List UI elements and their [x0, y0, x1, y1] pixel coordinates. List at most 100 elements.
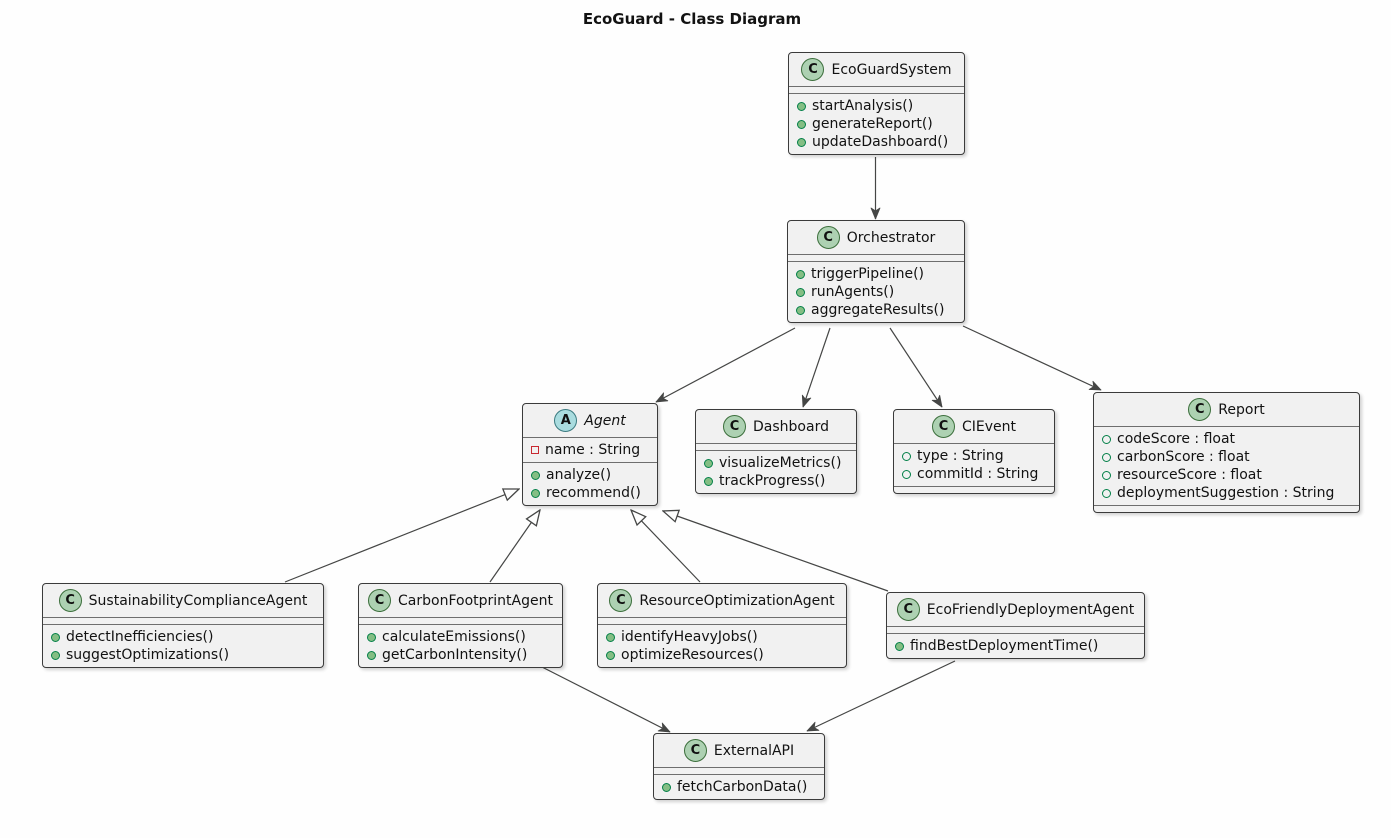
- class-name: EcoGuardSystem: [831, 61, 952, 78]
- extends-ecofriendlydeploymentagent-to-agent: [663, 511, 889, 592]
- extends-resourceoptimizationagent-to-agent: [631, 510, 701, 583]
- field-row: commitId : String: [894, 465, 1054, 483]
- class-dashboard: C Dashboard visualizeMetrics() trackProg…: [695, 409, 857, 494]
- public-method-icon: [895, 641, 904, 651]
- methods-compartment: startAnalysis() generateReport() updateD…: [789, 93, 964, 154]
- class-report: C Report codeScore : float carbonScore :…: [1093, 392, 1360, 513]
- methods-compartment: fetchCarbonData(): [654, 774, 824, 799]
- fields-compartment: [598, 617, 846, 624]
- methods-compartment: detectInefficiencies() suggestOptimizati…: [43, 624, 323, 667]
- public-method-icon: [797, 119, 806, 129]
- public-method-icon: [531, 488, 540, 498]
- class-agent: A Agent name : String analyze() recommen…: [522, 403, 658, 506]
- fields-compartment: [359, 617, 562, 624]
- class-spot-icon: C: [609, 589, 633, 612]
- class-ecoguardsystem: C EcoGuardSystem startAnalysis() generat…: [788, 52, 965, 155]
- public-field-icon: [902, 451, 911, 461]
- class-name: Orchestrator: [846, 229, 936, 246]
- fields-compartment: type : String commitId : String: [894, 443, 1054, 486]
- class-spot-icon: C: [1188, 398, 1212, 421]
- class-header: C Report: [1094, 393, 1359, 426]
- methods-compartment: [1094, 505, 1359, 512]
- public-method-icon: [531, 470, 540, 480]
- method-label: optimizeResources(): [621, 647, 764, 663]
- method-row: aggregateResults(): [788, 301, 964, 319]
- class-spot-icon: C: [801, 58, 825, 81]
- methods-compartment: [894, 486, 1054, 493]
- method-row: analyze(): [523, 466, 657, 484]
- fields-compartment: codeScore : float carbonScore : float re…: [1094, 426, 1359, 505]
- fields-compartment: [696, 443, 856, 450]
- association-orchestrator-to-agent: [655, 327, 796, 403]
- methods-compartment: calculateEmissions() getCarbonIntensity(…: [359, 624, 562, 667]
- method-label: generateReport(): [812, 116, 933, 132]
- method-row: getCarbonIntensity(): [359, 646, 562, 664]
- method-label: startAnalysis(): [812, 98, 914, 114]
- methods-compartment: visualizeMetrics() trackProgress(): [696, 450, 856, 493]
- public-method-icon: [796, 287, 805, 297]
- class-name: Report: [1218, 401, 1265, 418]
- extends-carbonfootprintagent-to-agent: [489, 510, 540, 583]
- public-field-icon: [1102, 452, 1111, 462]
- method-label: trackProgress(): [719, 473, 826, 489]
- method-row: suggestOptimizations(): [43, 646, 323, 664]
- method-label: triggerPipeline(): [811, 266, 924, 282]
- class-header: C ExternalAPI: [654, 734, 824, 767]
- method-row: trackProgress(): [696, 472, 856, 490]
- class-spot-icon: C: [58, 589, 82, 612]
- class-spot-icon: C: [368, 589, 392, 612]
- method-row: startAnalysis(): [789, 97, 964, 115]
- public-field-icon: [1102, 488, 1111, 498]
- public-method-icon: [367, 632, 376, 642]
- field-label: codeScore : float: [1117, 431, 1236, 447]
- method-label: updateDashboard(): [812, 134, 949, 150]
- method-label: detectInefficiencies(): [66, 629, 214, 645]
- field-label: deploymentSuggestion : String: [1117, 485, 1335, 501]
- method-row: visualizeMetrics(): [696, 454, 856, 472]
- class-header: C CIEvent: [894, 410, 1054, 443]
- class-header: A Agent: [523, 404, 657, 437]
- class-externalapi: C ExternalAPI fetchCarbonData(): [653, 733, 825, 800]
- class-sustainabilitycomplianceagent: C SustainabilityComplianceAgent detectIn…: [42, 583, 324, 668]
- class-name: SustainabilityComplianceAgent: [88, 592, 308, 609]
- method-row: updateDashboard(): [789, 133, 964, 151]
- field-row: name : String: [523, 441, 657, 459]
- class-header: C Dashboard: [696, 410, 856, 443]
- public-method-icon: [606, 650, 615, 660]
- class-spot-icon: C: [683, 739, 707, 762]
- public-method-icon: [797, 137, 806, 147]
- method-label: recommend(): [546, 485, 641, 501]
- public-method-icon: [796, 305, 805, 315]
- class-header: C EcoGuardSystem: [789, 53, 964, 86]
- public-field-icon: [1102, 470, 1111, 480]
- public-method-icon: [797, 101, 806, 111]
- method-row: detectInefficiencies(): [43, 628, 323, 646]
- fields-compartment: [43, 617, 323, 624]
- class-carbonfootprintagent: C CarbonFootprintAgent calculateEmission…: [358, 583, 563, 668]
- method-row: optimizeResources(): [598, 646, 846, 664]
- public-method-icon: [606, 632, 615, 642]
- field-label: name : String: [545, 442, 641, 458]
- public-method-icon: [51, 632, 60, 642]
- public-method-icon: [51, 650, 60, 660]
- method-row: recommend(): [523, 484, 657, 502]
- class-header: C Orchestrator: [788, 221, 964, 254]
- public-field-icon: [1102, 434, 1111, 444]
- methods-compartment: analyze() recommend(): [523, 462, 657, 505]
- method-label: calculateEmissions(): [382, 629, 526, 645]
- class-spot-icon: C: [723, 415, 747, 438]
- class-name: EcoFriendlyDeploymentAgent: [926, 601, 1135, 618]
- method-row: identifyHeavyJobs(): [598, 628, 846, 646]
- public-method-icon: [662, 782, 671, 792]
- class-spot-icon: C: [931, 415, 955, 438]
- class-header: C EcoFriendlyDeploymentAgent: [887, 593, 1144, 626]
- method-label: runAgents(): [811, 284, 895, 300]
- field-row: codeScore : float: [1094, 430, 1359, 448]
- fields-compartment: [789, 86, 964, 93]
- class-spot-icon: C: [816, 226, 840, 249]
- fields-compartment: [788, 254, 964, 261]
- class-cievent: C CIEvent type : String commitId : Strin…: [893, 409, 1055, 494]
- class-name: ExternalAPI: [713, 742, 795, 759]
- method-row: fetchCarbonData(): [654, 778, 824, 796]
